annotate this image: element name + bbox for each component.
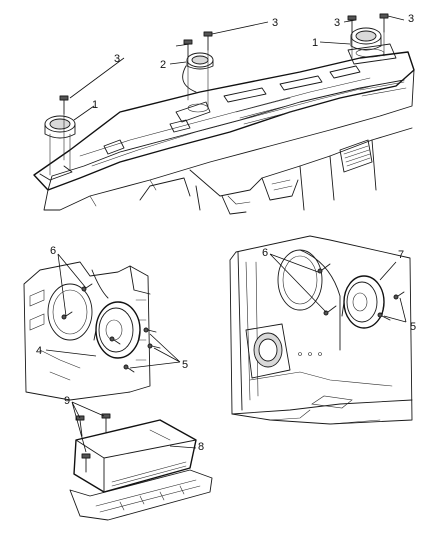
callout-7: 7 (398, 249, 404, 261)
callout-3-b: 3 (272, 17, 278, 29)
callout-4: 4 (36, 345, 42, 357)
callout-5-left: 5 (182, 359, 188, 371)
callout-6-right: 6 (262, 247, 268, 259)
screws-rear-panel (317, 263, 405, 321)
screws-top (59, 13, 389, 161)
rear-speaker (341, 275, 385, 329)
front-door-speaker (93, 301, 141, 359)
callout-5-right: 5 (410, 321, 416, 333)
center-speaker (182, 52, 214, 113)
left-tweeter-speaker (39, 115, 76, 181)
callout-1-b: 1 (312, 37, 318, 49)
callout-1-a: 1 (92, 99, 98, 111)
callout-2: 2 (160, 59, 166, 71)
callout-3-a: 3 (114, 53, 120, 65)
callout-6-left: 6 (50, 245, 56, 257)
callout-leaders (45, 15, 407, 453)
screws-front-door (61, 283, 161, 373)
callout-9: 9 (64, 395, 70, 407)
amplifier-module (73, 419, 197, 493)
front-door-panel (23, 261, 151, 401)
callout-3-d: 3 (408, 13, 414, 25)
callout-labels: 3 3 3 3 1 1 2 6 4 5 7 6 5 9 8 (36, 13, 416, 453)
callout-8: 8 (198, 441, 204, 453)
right-tweeter-speaker (347, 27, 397, 65)
callout-3-c: 3 (334, 17, 340, 29)
instrument-panel-assembly (33, 51, 415, 215)
rear-side-panel (229, 235, 413, 425)
screws-amplifier (75, 413, 111, 473)
